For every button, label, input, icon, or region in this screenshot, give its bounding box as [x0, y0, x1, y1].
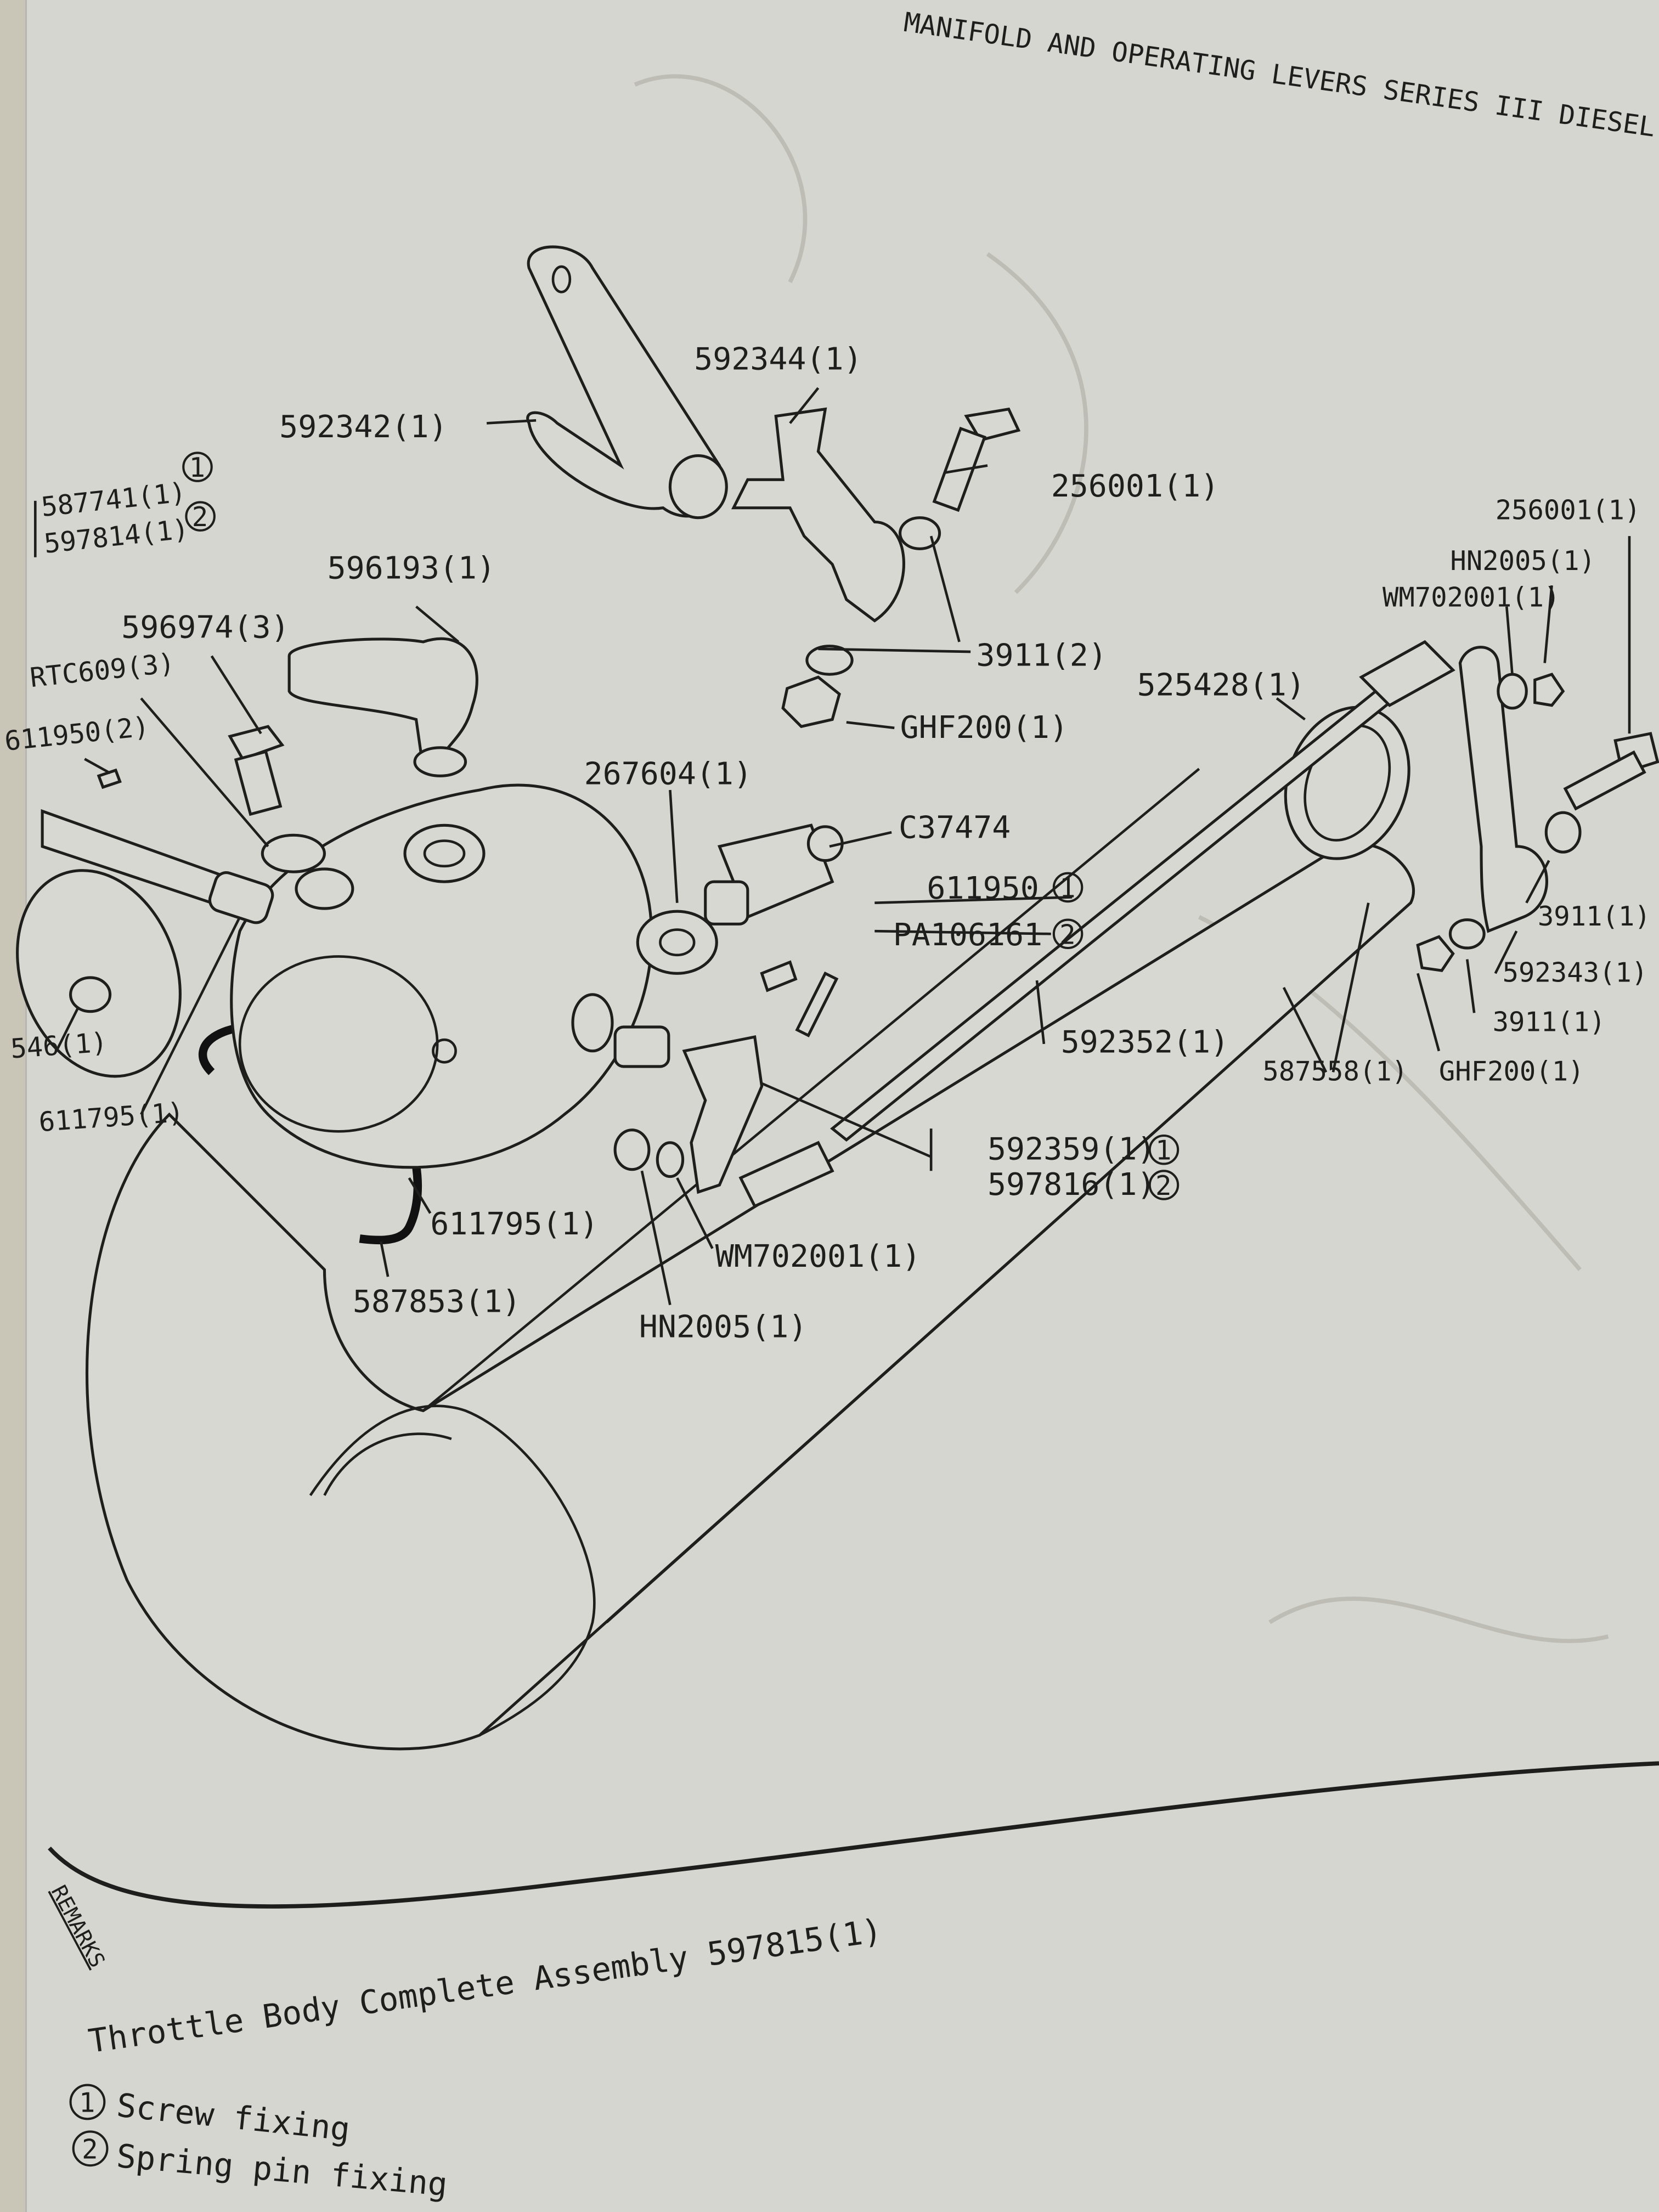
lever-592359 — [682, 1035, 764, 1194]
label-3911-2: 3911(2) — [976, 637, 1107, 674]
bolt-596974 — [228, 725, 285, 816]
marker-1: 1 — [79, 2087, 95, 2118]
nut-ghf200-right — [1416, 935, 1455, 972]
label-3911-b: 3911(1) — [1493, 1007, 1606, 1038]
washer-267604 — [636, 910, 718, 975]
marker-1: 1 — [189, 452, 205, 483]
label-256001-top: 256001(1) — [1051, 468, 1219, 504]
washer-wm702001-low — [656, 1141, 685, 1178]
bleed-through-ghost — [634, 74, 1609, 1644]
label-611795-mid: 611795(1) — [430, 1206, 598, 1242]
adjuster-c37474 — [704, 823, 844, 926]
label-267604: 267604(1) — [584, 756, 752, 792]
callout-labels: 592344(1) 592342(1) 256001(1) 587741(1) … — [3, 341, 1651, 1345]
marker-2: 2 — [82, 2134, 98, 2165]
bush-611795 — [613, 1025, 670, 1068]
label-587558: 587558(1) — [1262, 1056, 1408, 1087]
marker-2: 2 — [192, 501, 208, 533]
marker-circle-1 — [1148, 1134, 1180, 1165]
remarks-heading: REMARKS — [46, 1881, 110, 1972]
label-611950: 611950 — [927, 870, 1039, 906]
screw-pin-611950 — [760, 960, 839, 1037]
label-592342: 592342(1) — [279, 409, 447, 445]
elbow-596193 — [287, 637, 478, 777]
label-592359: 592359(1) — [988, 1131, 1155, 1167]
label-rtc609: RTC609(3) — [29, 647, 176, 693]
label-c37474: C37474 — [899, 809, 1011, 845]
throttle-body — [230, 783, 653, 1169]
washer-3911-right-low — [1448, 918, 1486, 950]
label-587853: 587853(1) — [353, 1283, 521, 1319]
nut-ghf200-top — [781, 675, 841, 729]
marker-1: 1 — [1059, 872, 1075, 904]
label-256001-right: 256001(1) — [1496, 494, 1641, 526]
marker-circle-1 — [1052, 872, 1084, 903]
label-wm702001-low: WM702001(1) — [715, 1238, 921, 1274]
label-3911-a: 3911(1) — [1538, 901, 1651, 932]
throttle-disc — [16, 869, 182, 1078]
washer-3911-right — [1544, 811, 1582, 854]
marker-circle-2 — [1052, 918, 1084, 950]
washer-3911-top — [899, 516, 941, 550]
label-592352: 592352(1) — [1061, 1024, 1229, 1060]
label-hn2005-right: HN2005(1) — [1450, 545, 1595, 577]
lever-592343 — [1458, 646, 1548, 933]
throttle-spindle — [41, 809, 274, 924]
label-546: 546(1) — [9, 1026, 108, 1064]
label-596193: 596193(1) — [328, 550, 495, 586]
remarks-screw-fixing: Screw fixing — [115, 2086, 352, 2148]
page-title: MANIFOLD AND OPERATING LEVERS SERIES III… — [902, 7, 1657, 143]
label-hn2005-low: HN2005(1) — [639, 1309, 807, 1345]
nut-hn2005-right — [1533, 673, 1565, 707]
washer-3911-low — [805, 645, 854, 676]
label-597816: 597816(1) — [988, 1166, 1155, 1203]
washer-rtc609 — [261, 833, 326, 873]
marker-1: 1 — [1155, 1135, 1171, 1166]
remarks-spring-pin-fixing: Spring pin fixing — [115, 2137, 449, 2203]
page-binding-edge — [0, 0, 27, 2212]
manifold-pipe — [85, 768, 1415, 1751]
lever-592342 — [526, 245, 728, 520]
label-525428: 525428(1) — [1137, 667, 1305, 703]
marker-circle-1 — [69, 2084, 106, 2120]
balljoint-upper — [1359, 640, 1455, 707]
washer-wm702001-right — [1497, 673, 1528, 710]
marker-2: 2 — [1155, 1170, 1171, 1201]
label-ghf200-right: GHF200(1) — [1439, 1056, 1584, 1087]
leader-lines — [33, 387, 1631, 1306]
label-wm702001-right: WM702001(1) — [1383, 582, 1560, 613]
label-596974: 596974(3) — [121, 609, 289, 645]
bolt-256001-top — [932, 407, 1021, 512]
label-611950-2: 611950(2) — [3, 711, 151, 757]
bolt-256001-right — [1563, 732, 1659, 811]
label-pa106161: PA106161 — [893, 917, 1042, 953]
diagram-border-curve — [48, 1761, 1659, 1909]
remarks-section: REMARKS Throttle Body Complete Assembly … — [46, 1881, 884, 2203]
label-592343: 592343(1) — [1503, 957, 1648, 989]
marker-circle-2 — [185, 501, 216, 532]
marker-circle-1 — [182, 452, 213, 482]
label-592344: 592344(1) — [694, 341, 862, 377]
label-ghf200-top: GHF200(1) — [900, 709, 1068, 746]
nut-hn2005-low — [613, 1128, 651, 1171]
marker-circle-2 — [72, 2130, 109, 2167]
bracket-592344 — [731, 407, 905, 623]
marker-circle-2 — [1148, 1170, 1180, 1200]
balljoint-lower — [738, 1141, 834, 1208]
marker-2: 2 — [1059, 919, 1075, 950]
remarks-assembly: Throttle Body Complete Assembly 597815(1… — [86, 1911, 884, 2060]
